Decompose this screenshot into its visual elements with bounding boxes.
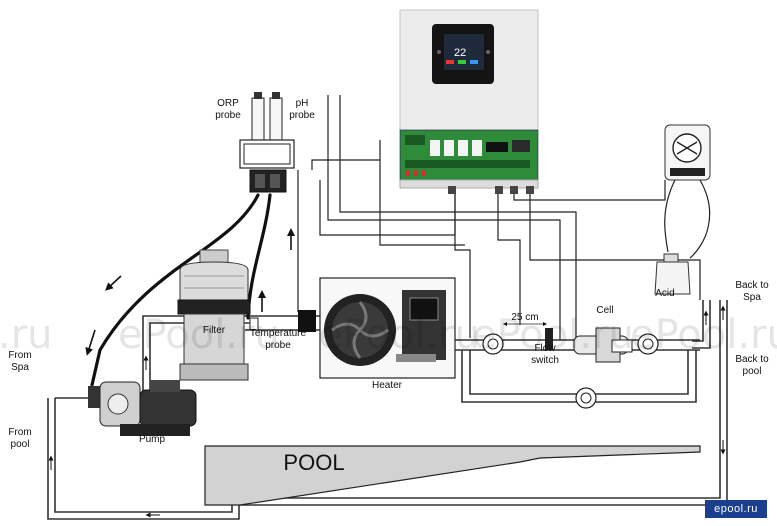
acid-container <box>654 253 691 295</box>
flow-switch-fitting <box>482 322 553 355</box>
watermark: ePool.ru <box>118 312 280 358</box>
control-wires <box>297 95 701 340</box>
label-cell: Cell <box>596 305 613 316</box>
probe-block <box>239 92 295 193</box>
ph-probe-body <box>269 97 283 141</box>
controller-unit: 22 <box>399 9 539 194</box>
watermark-partial: .ru <box>0 312 53 358</box>
watermark: ePool.ru <box>630 312 777 358</box>
label-filter: Filter <box>203 325 226 336</box>
controller-screen-value: 22 <box>454 47 466 59</box>
label-pump: Pump <box>139 434 166 445</box>
flow-arrows <box>48 305 726 518</box>
watermark: ePool.ru <box>318 312 480 358</box>
label-distance: 25 cm <box>511 312 538 323</box>
temperature-probe-fitting <box>249 310 316 332</box>
filter-tank <box>177 249 251 381</box>
electrolysis-cell <box>573 327 633 363</box>
pump <box>88 380 197 436</box>
site-badge: epool.ru <box>705 500 767 518</box>
watermark: ePool.ru <box>472 312 634 358</box>
acid-dosing-pump <box>664 124 711 259</box>
heater <box>319 277 456 379</box>
pool-basin <box>204 445 701 506</box>
label-pool: POOL <box>283 450 344 475</box>
label-acid: Acid <box>655 288 674 299</box>
orp-probe-body <box>251 97 265 141</box>
watermarks: .ru ePool.ru ePool.ru ePool.ru ePool.ru <box>0 312 777 358</box>
label-heater: Heater <box>372 380 403 391</box>
valves <box>575 333 659 409</box>
